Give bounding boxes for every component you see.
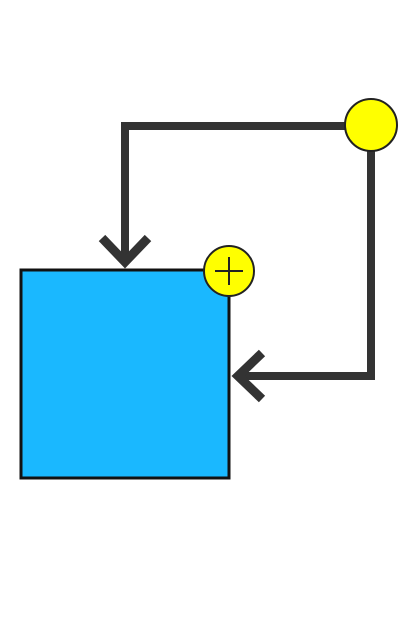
- yellow-plus-badge[interactable]: [203, 245, 255, 297]
- side-arrow-connector: [240, 140, 375, 380]
- down-arrowhead: [98, 234, 152, 269]
- yellow-circle-node[interactable]: [344, 98, 398, 152]
- left-arrowhead: [231, 349, 266, 403]
- blue-square[interactable]: [19, 268, 231, 480]
- top-arrow-connector: [121, 122, 370, 258]
